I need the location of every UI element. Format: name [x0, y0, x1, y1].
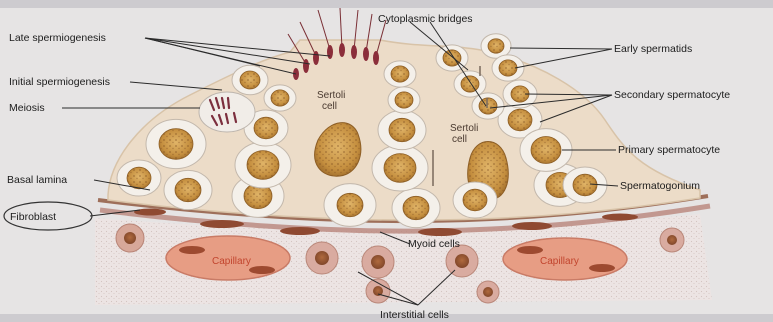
- label-early-spermatids: Early spermatids: [614, 43, 692, 55]
- label-sertoli-2-line2: cell: [452, 134, 467, 145]
- germ-cell: [164, 170, 212, 209]
- label-interstitial-cells: Interstitial cells: [380, 309, 449, 321]
- germ-cell: [378, 110, 426, 149]
- label-sertoli-2-line1: Sertoli: [450, 123, 478, 134]
- germ-cell: [454, 71, 486, 97]
- label-cytoplasmic-bridges: Cytoplasmic bridges: [378, 13, 473, 25]
- germ-cell: [453, 182, 497, 218]
- germ-cell: [324, 184, 376, 227]
- label-late-spermiogenesis: Late spermiogenesis: [9, 32, 106, 44]
- germ-cell: [372, 145, 428, 191]
- germ-cell: [388, 87, 420, 113]
- label-initial-spermiogenesis: Initial spermiogenesis: [9, 76, 110, 88]
- germ-cell: [472, 93, 504, 119]
- label-meiosis: Meiosis: [9, 102, 45, 114]
- meiosis-cell: [199, 92, 255, 132]
- germ-cell: [264, 85, 296, 111]
- germ-cell: [146, 119, 206, 168]
- germ-cell: [232, 65, 268, 95]
- label-sertoli-1-line1: Sertoli: [317, 90, 345, 101]
- germ-cell: [392, 188, 440, 227]
- label-fibroblast: Fibroblast: [10, 211, 56, 223]
- germ-cell: [117, 160, 161, 196]
- label-myoid-cells: Myoid cells: [408, 238, 460, 250]
- label-spermatogonium: Spermatogonium: [620, 180, 700, 192]
- label-basal-lamina: Basal lamina: [7, 174, 67, 186]
- germ-cell: [384, 61, 416, 87]
- germ-cell: [235, 142, 291, 188]
- label-secondary-spermatocyte: Secondary spermatocyte: [614, 89, 730, 101]
- germ-cell: [492, 55, 524, 81]
- label-sertoli-1-line2: cell: [322, 101, 337, 112]
- label-capillary-left: Capillary: [212, 256, 251, 267]
- germ-cell: [436, 45, 468, 71]
- label-primary-spermatocyte: Primary spermatocyte: [618, 144, 720, 156]
- label-capillary-right: Capillary: [540, 256, 579, 267]
